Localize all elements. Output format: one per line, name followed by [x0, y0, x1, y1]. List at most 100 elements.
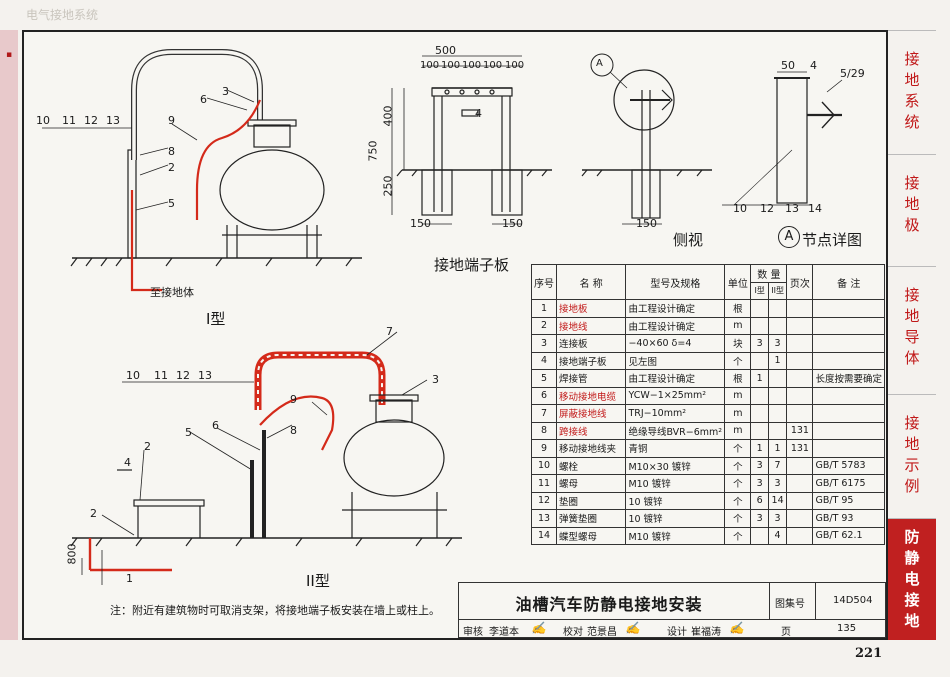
dim-4: 4	[475, 107, 482, 120]
cell-qty1	[750, 404, 769, 423]
cell-no: 11	[531, 474, 557, 493]
cell-spec: 由工程设计确定	[625, 369, 726, 388]
tab-grounding-conductor[interactable]: 接地导体	[888, 266, 936, 394]
callout: 2	[90, 507, 97, 520]
tab-grounding-electrode[interactable]: 接地极	[888, 154, 936, 266]
cell-unit: m	[724, 316, 752, 335]
tab-grounding-system[interactable]: 接地系统	[888, 30, 936, 154]
terminal-board-drawing	[391, 55, 552, 225]
col-qty2: II型	[767, 281, 788, 300]
type1-tanker-drawing	[42, 49, 362, 292]
cell-page	[786, 404, 814, 423]
cell-no: 13	[531, 509, 557, 528]
cell-remark: 长度按需要确定	[812, 369, 885, 388]
cell-name: 螺栓	[555, 456, 627, 475]
cell-spec: 绝缘导线BVR−6mm²	[625, 421, 726, 440]
callout: 5	[168, 197, 175, 210]
drawing-title: 油槽汽车防静电接地安装	[515, 595, 703, 614]
cell-qty1: 3	[750, 509, 769, 528]
col-page: 页次	[786, 264, 814, 300]
dim-800: 800	[65, 543, 79, 565]
left-binding-strip: ▪	[0, 30, 18, 640]
side-tab-strip: 接地系统 接地极 接地导体 接地示例 防静电接地	[888, 30, 938, 640]
ground-label: 至接地体	[150, 286, 194, 299]
callout: 12	[84, 114, 98, 127]
cell-qty1	[750, 421, 769, 440]
cell-unit: 个	[724, 526, 752, 545]
col-no: 序号	[531, 264, 557, 300]
cell-unit: m	[724, 421, 752, 440]
reviewer-signature: ✍	[531, 621, 546, 635]
tab-antistatic-grounding[interactable]: 防静电接地	[888, 518, 936, 640]
dim-100: 100	[505, 60, 525, 71]
dim-100: 100	[420, 60, 440, 71]
cell-qty2: 3	[767, 334, 788, 353]
side-view-drawing	[581, 53, 712, 225]
cell-no: 7	[531, 404, 557, 423]
cell-qty2: 7	[767, 456, 788, 475]
check-label: 校对	[563, 627, 583, 638]
cell-unit: m	[724, 404, 752, 423]
side-view-label: 侧视	[673, 231, 704, 249]
review-label: 审核	[463, 627, 483, 638]
dim-400: 400	[381, 105, 395, 127]
cell-qty2: 4	[767, 526, 788, 545]
dim-5-29: 5/29	[840, 67, 865, 80]
cell-spec: YCW−1×25mm²	[625, 386, 726, 405]
dim-50: 50	[781, 59, 795, 72]
checker-name: 范景昌	[587, 627, 617, 638]
page-number-in-block: 135	[837, 623, 857, 634]
table-subheader-row: I型 II型	[532, 281, 885, 300]
atlas-number: 14D504	[833, 595, 873, 606]
cell-page	[786, 316, 814, 335]
callout: 1	[126, 572, 133, 585]
page-label: 页	[781, 627, 791, 638]
callout: 9	[290, 393, 297, 406]
cell-remark	[812, 351, 885, 370]
cell-remark	[812, 316, 885, 335]
tab-label: 接地导体	[904, 286, 920, 367]
cell-unit: 个	[724, 439, 752, 458]
binding-mark: ▪	[5, 50, 13, 60]
callout: 13	[785, 202, 799, 215]
cell-no: 1	[531, 299, 557, 318]
cell-no: 8	[531, 421, 557, 440]
col-spec: 型号及规格	[625, 264, 726, 300]
cell-page	[786, 334, 814, 353]
cell-no: 4	[531, 351, 557, 370]
cell-page: 131	[786, 421, 814, 440]
note-text: 注：附近有建筑物时可取消支架，将接地端子板安装在墙上或柱上。	[110, 604, 440, 617]
cell-name: 焊接管	[555, 369, 627, 388]
cell-spec: 由工程设计确定	[625, 299, 726, 318]
cell-spec: 见左图	[625, 351, 726, 370]
node-detail-label: 节点详图	[802, 231, 863, 249]
cell-no: 12	[531, 491, 557, 510]
dim-500: 500	[435, 44, 456, 57]
cell-qty2: 1	[767, 351, 788, 370]
cell-name: 弹簧垫圈	[555, 509, 627, 528]
dim-150: 150	[410, 217, 431, 230]
tab-label: 接地系统	[904, 50, 920, 131]
technical-drawing	[42, 49, 843, 585]
cell-qty2	[767, 369, 788, 388]
page-number: 221	[855, 646, 883, 661]
type2-tanker-drawing	[70, 331, 462, 585]
dim-150: 150	[636, 217, 657, 230]
designer-name: 崔福涛	[691, 627, 721, 638]
col-unit: 单位	[724, 264, 752, 300]
cell-name: 接地线	[555, 316, 627, 335]
cell-name: 移动接地电缆	[555, 386, 627, 405]
callout: 9	[168, 114, 175, 127]
callout: 8	[168, 145, 175, 158]
tab-label: 接地极	[904, 174, 920, 234]
tab-grounding-examples[interactable]: 接地示例	[888, 394, 936, 518]
dim-750: 750	[366, 140, 380, 162]
cell-unit: 根	[724, 299, 752, 318]
